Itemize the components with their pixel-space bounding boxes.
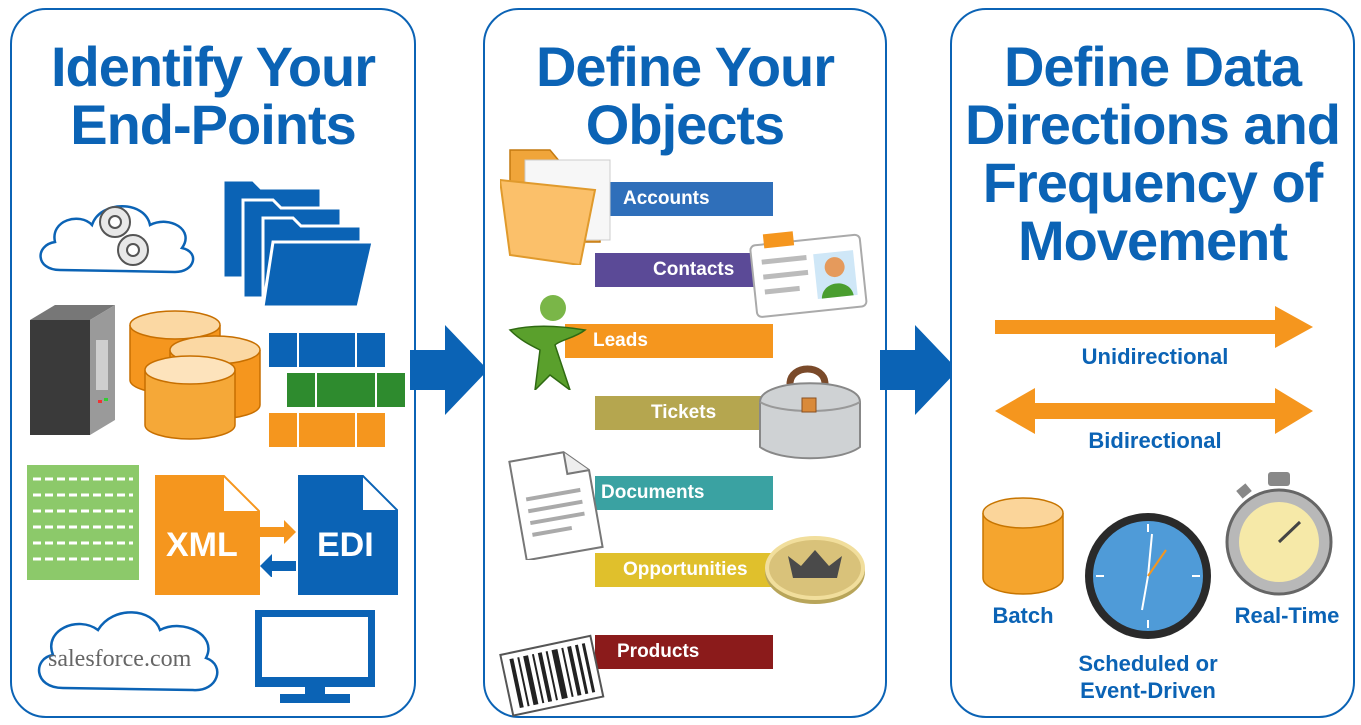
unidirectional-label: Unidirectional	[1081, 344, 1229, 369]
panel-title: Define Data Directions and Frequency of …	[965, 35, 1341, 272]
object-bar-accounts: Accounts	[595, 182, 773, 216]
object-bar-contacts: Contacts	[595, 253, 773, 287]
cloud-gears-icon	[39, 205, 195, 274]
xml-document-icon	[155, 475, 260, 595]
stopwatch-icon	[1225, 472, 1333, 596]
bidirectional-arrow-icon	[995, 388, 1313, 434]
edi-document-icon	[298, 475, 398, 595]
monitor-icon	[255, 610, 375, 703]
exchange-arrows-icon	[260, 520, 296, 577]
realtime-label: Real-Time	[1234, 603, 1340, 628]
object-bar-tickets: Tickets	[595, 396, 773, 430]
crown-coin-icon	[765, 536, 865, 604]
tables-blocks-icon	[268, 332, 407, 449]
unidirectional-arrow-icon	[995, 306, 1313, 348]
scheduled-label: Scheduled or Event-Driven	[1078, 651, 1218, 703]
batch-database-icon	[982, 497, 1064, 595]
salesforce-logo-text: salesforce.com	[48, 646, 192, 672]
barcode-icon	[499, 634, 605, 717]
panel-title: Identify Your End-Points	[50, 35, 376, 156]
bidirectional-label: Bidirectional	[1088, 428, 1222, 453]
panel-title: Define Your Objects	[535, 35, 835, 156]
document-icon	[508, 451, 604, 560]
batch-label: Batch	[992, 603, 1054, 628]
edi-label: EDI	[317, 526, 374, 564]
object-bar-products: Products	[595, 635, 773, 669]
database-icon	[129, 310, 261, 440]
folder-icon	[500, 149, 611, 265]
person-icon	[508, 295, 587, 390]
folders-icon	[221, 178, 375, 309]
object-bar-documents: Documents	[595, 476, 773, 510]
toolbox-icon	[759, 365, 861, 460]
xml-label: XML	[166, 526, 238, 564]
salesforce-cloud-icon	[37, 611, 219, 692]
object-bar-opportunities: Opportunities	[595, 553, 773, 587]
spreadsheet-icon	[27, 465, 139, 580]
server-icon	[30, 305, 115, 435]
flow-arrow-icon	[880, 325, 958, 415]
object-bar-leads: Leads	[565, 324, 773, 358]
id-card-icon	[749, 231, 868, 318]
clock-icon	[1085, 513, 1211, 639]
flow-arrow-icon	[410, 325, 488, 415]
